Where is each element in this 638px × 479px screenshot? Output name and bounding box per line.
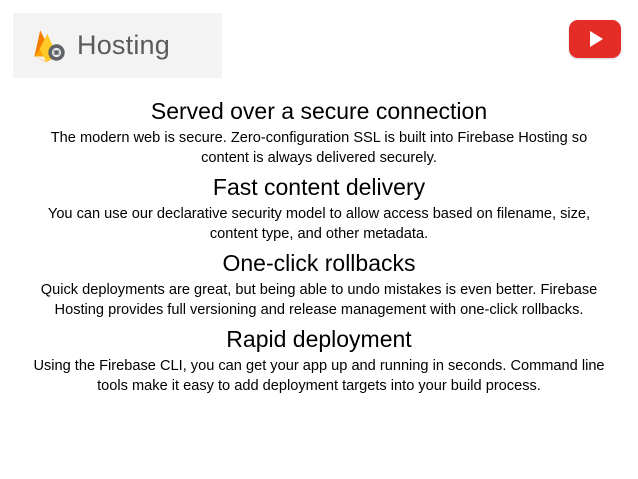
youtube-play-icon[interactable] <box>569 20 621 58</box>
firebase-flame-icon <box>27 25 69 67</box>
section-body: Quick deployments are great, but being a… <box>40 282 598 318</box>
firebase-hosting-logo: Hosting <box>13 13 222 78</box>
section-heading: Served over a secure connection <box>150 98 488 124</box>
header-bar: Hosting <box>0 0 638 92</box>
play-triangle-icon <box>590 31 603 47</box>
main-content: Served over a secure connection The mode… <box>0 92 638 396</box>
section-one-click-rollbacks: One-click rollbacks Quick deployments ar… <box>0 244 638 320</box>
logo-wordmark: Hosting <box>77 30 170 60</box>
section-body: The modern web is secure. Zero-configura… <box>50 130 588 166</box>
section-body: You can use our declarative security mod… <box>47 206 591 242</box>
section-secure-connection: Served over a secure connection The mode… <box>0 92 638 168</box>
section-body: Using the Firebase CLI, you can get your… <box>33 358 605 394</box>
section-heading: One-click rollbacks <box>222 250 416 276</box>
section-fast-content-delivery: Fast content delivery You can use our de… <box>0 168 638 244</box>
section-heading: Fast content delivery <box>212 174 426 200</box>
section-rapid-deployment: Rapid deployment Using the Firebase CLI,… <box>0 320 638 396</box>
section-heading: Rapid deployment <box>226 326 412 352</box>
